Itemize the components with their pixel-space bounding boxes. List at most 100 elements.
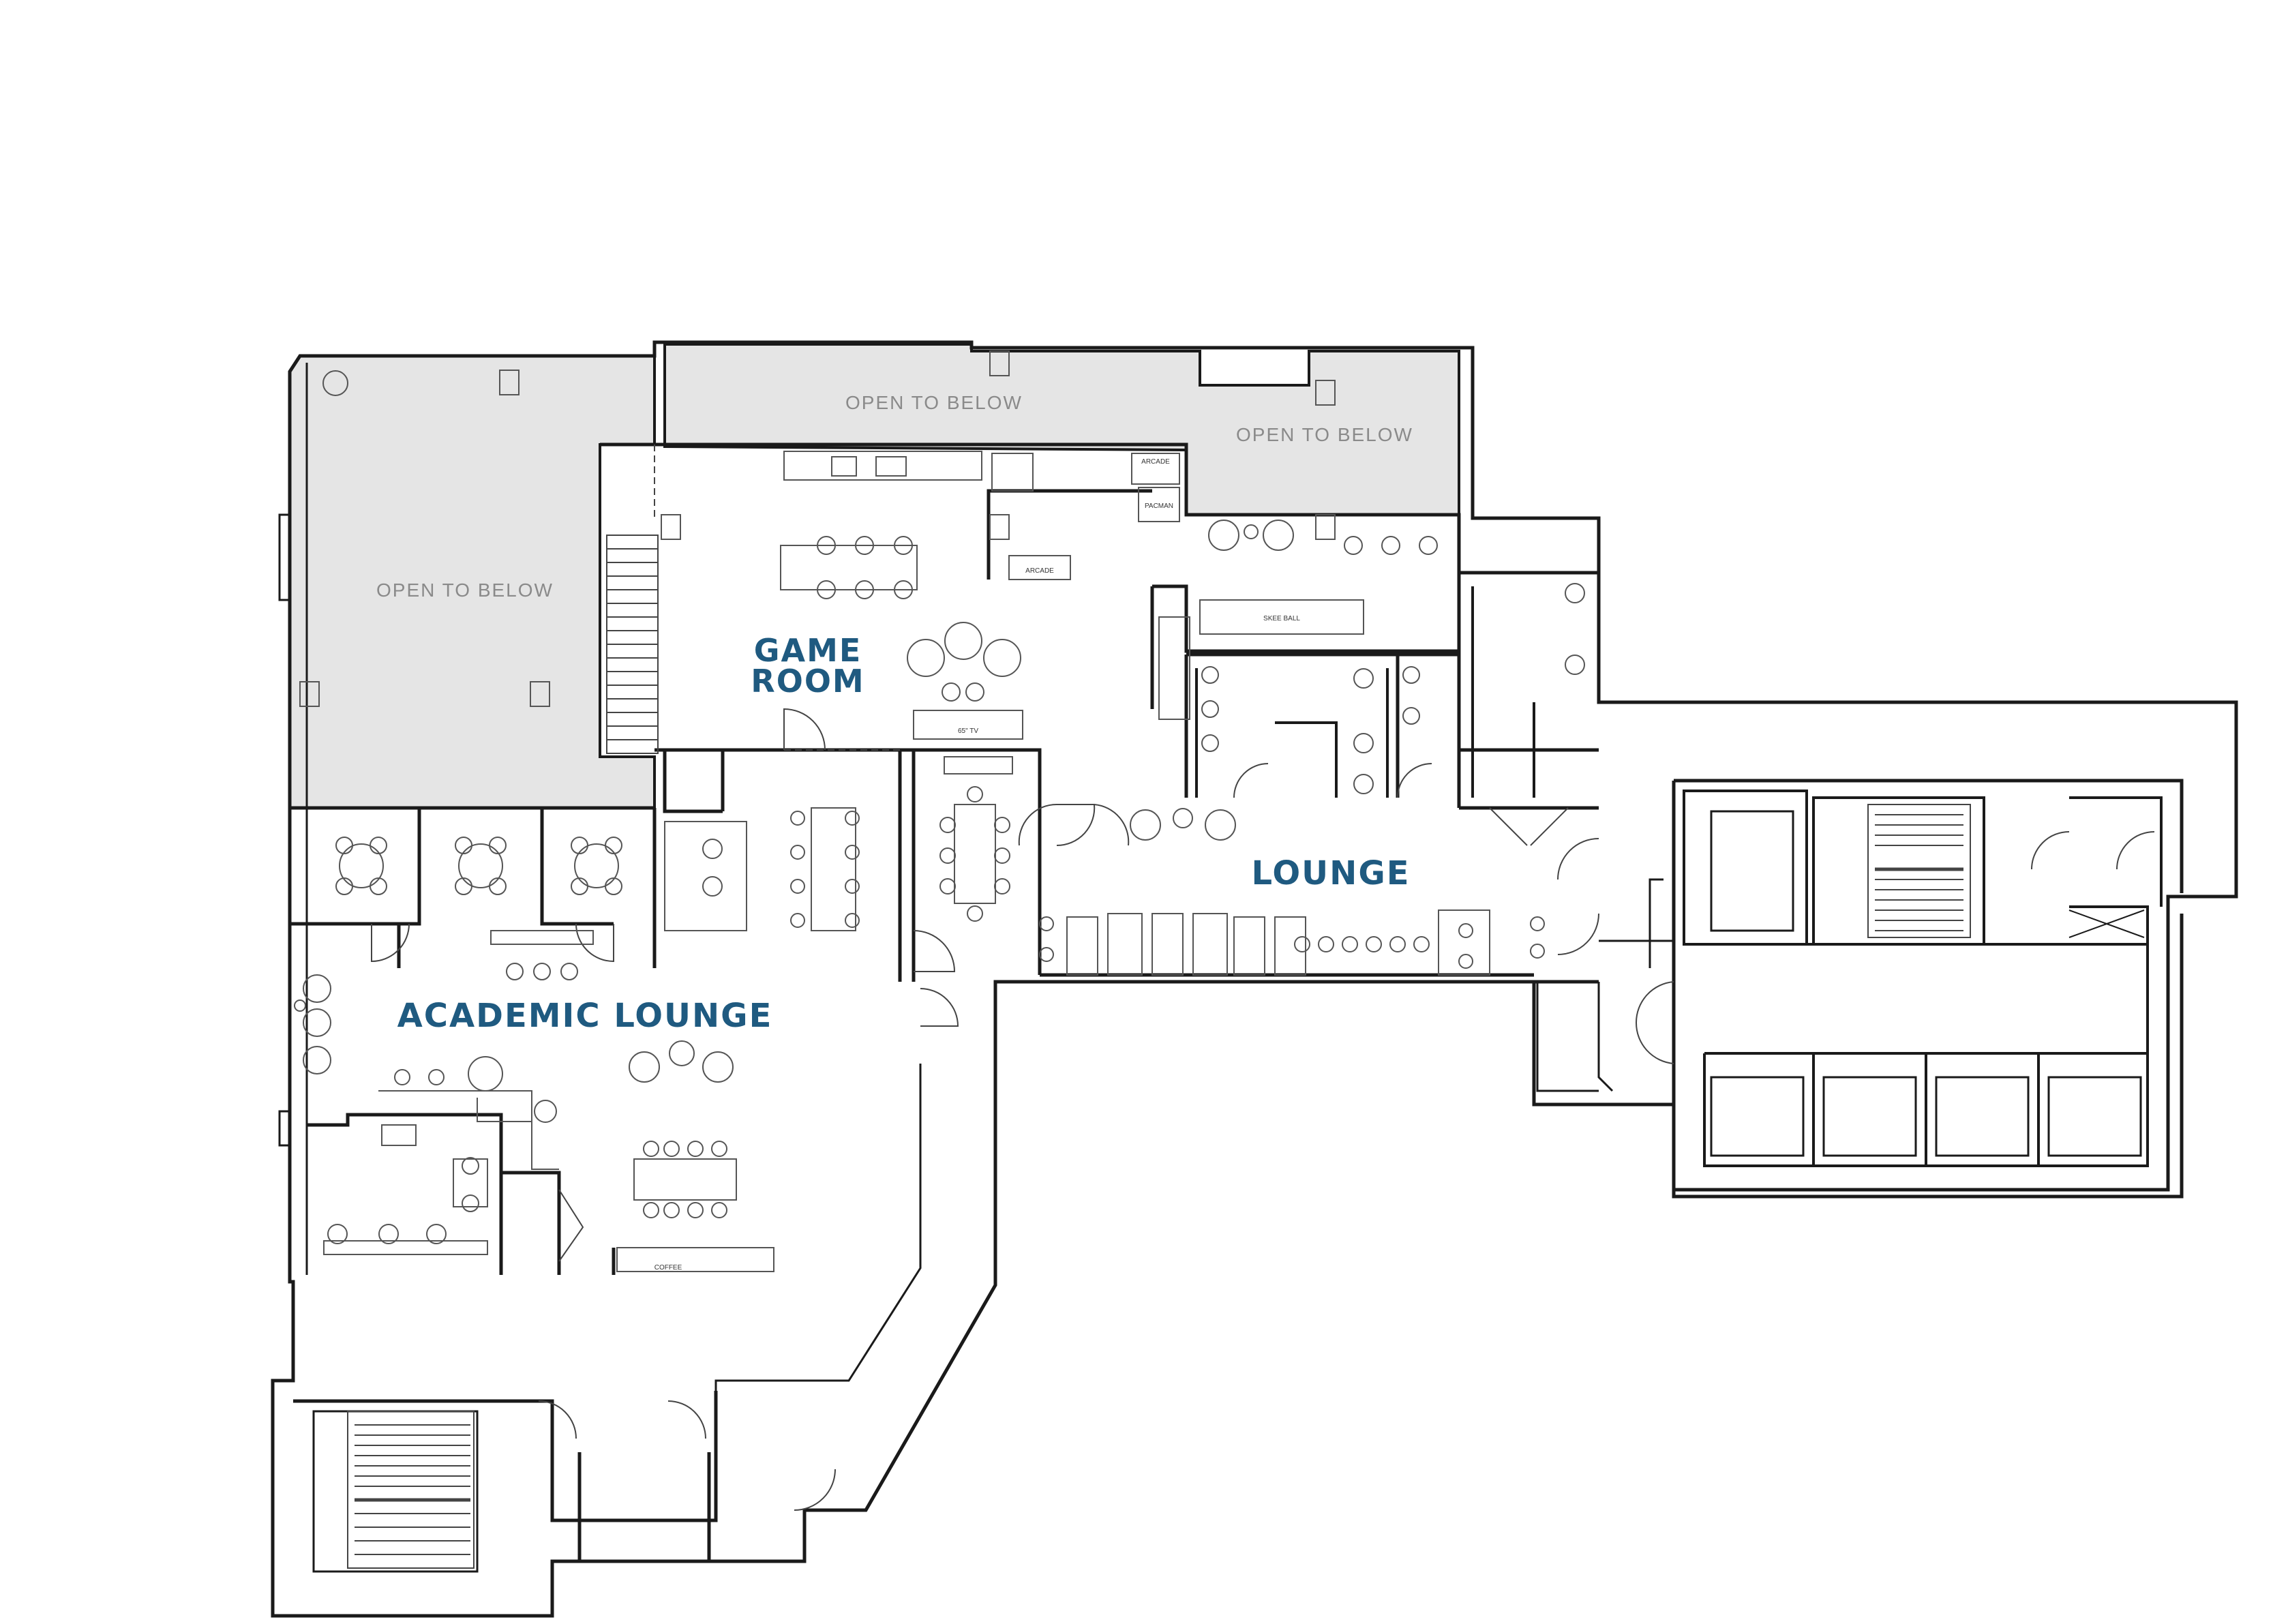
chair [605, 837, 622, 854]
toilet [1353, 668, 1374, 689]
conference-table [954, 804, 996, 904]
doors [371, 445, 2155, 1511]
tv-console [913, 710, 1023, 740]
column-4 [299, 681, 320, 707]
chair [663, 1141, 680, 1157]
chair [643, 1202, 659, 1218]
column-3 [1315, 380, 1336, 406]
door-east-stair [2031, 831, 2155, 870]
dining-table [811, 807, 856, 931]
column-1 [499, 370, 520, 395]
lounge-chair [907, 639, 945, 677]
armchair [1208, 520, 1239, 551]
stairs [347, 535, 1971, 1569]
arcade-cabinet-1 [991, 453, 1034, 492]
chair [845, 913, 860, 928]
column-7 [989, 514, 1010, 540]
tv-label: 65" TV [958, 727, 978, 735]
chair [790, 913, 805, 928]
inner-outline [305, 363, 922, 1391]
restroom-walls [1195, 586, 1535, 798]
room-labels: GAME ROOM LOUNGE ACADEMIC LOUNGE OPEN TO… [376, 392, 1413, 1035]
door-lounge-east-2 [1557, 913, 1599, 955]
office-desk [453, 1158, 488, 1207]
study-table [574, 843, 619, 888]
stool [702, 839, 723, 859]
side-table [294, 999, 306, 1012]
toilet [1565, 583, 1585, 603]
sink-round [1201, 734, 1219, 752]
door-study-3 [575, 923, 614, 963]
lounge-chair [944, 622, 982, 660]
sink-round [1201, 666, 1219, 684]
chair [643, 1141, 659, 1157]
column-8 [1315, 514, 1336, 540]
stool [560, 963, 578, 980]
east-wing-inner [1683, 790, 2163, 1167]
office-walls [307, 1113, 616, 1275]
column-2 [989, 350, 1010, 376]
counter-nook [664, 821, 747, 931]
chair [790, 845, 805, 860]
door-lounge-east-1 [1557, 838, 1599, 880]
chair [663, 1202, 680, 1218]
door-sw-3 [794, 1469, 836, 1511]
sink-round [1402, 707, 1420, 725]
game-room-south-wall [654, 748, 1042, 982]
arcade-label-2: ARCADE [1141, 458, 1170, 466]
chair [455, 877, 472, 895]
study-table [458, 843, 503, 888]
door-study-1 [371, 923, 410, 963]
side-table [942, 682, 961, 702]
stool [855, 536, 874, 555]
open-to-below-label-north: OPEN TO BELOW [845, 392, 1023, 413]
open-to-below-label-west: OPEN TO BELOW [376, 580, 554, 601]
office-desk-row [323, 1240, 488, 1255]
stool [1039, 916, 1054, 931]
side-table [1173, 808, 1193, 828]
booth [1192, 913, 1228, 976]
bar-stool [1342, 936, 1358, 952]
lounge-label: LOUNGE [1251, 854, 1410, 892]
stool [1458, 923, 1473, 938]
game-table [780, 545, 918, 590]
arcade-label-1: ARCADE [1025, 567, 1054, 575]
stair-east-treads [1875, 814, 1963, 931]
chair [335, 877, 353, 895]
chair [455, 837, 472, 854]
office-chair [378, 1224, 399, 1244]
door-lounge-west [1056, 804, 1096, 847]
stool [894, 536, 913, 555]
chair [967, 786, 983, 802]
chair [939, 878, 956, 894]
bar-stool [1366, 936, 1382, 952]
lounge-chair [303, 1046, 331, 1074]
chair [939, 817, 956, 833]
furniture [294, 350, 1585, 1272]
open-to-below-label-east: OPEN TO BELOW [1236, 424, 1413, 445]
bar-counter [1438, 909, 1490, 976]
booth [1066, 916, 1098, 976]
chair [687, 1202, 704, 1218]
lounge-chair [1205, 809, 1236, 841]
stair-southwest [347, 1411, 475, 1569]
door-conference [913, 930, 956, 972]
chair [994, 878, 1010, 894]
office-chair [462, 1157, 479, 1175]
office-desk [381, 1124, 417, 1146]
conference-tv [944, 756, 1013, 775]
door-academic-east [920, 988, 959, 1027]
office-chair [462, 1194, 479, 1212]
chair [370, 877, 387, 895]
door-east-corridor [1635, 981, 1674, 1064]
door-east-double [1489, 807, 1569, 846]
side-table [1244, 524, 1259, 539]
chair [845, 811, 860, 826]
chair [370, 837, 387, 854]
column-round [322, 370, 348, 396]
door-restroom [1233, 763, 1269, 798]
side-table [534, 1100, 557, 1123]
sink-round [1201, 700, 1219, 718]
stool [533, 963, 551, 980]
